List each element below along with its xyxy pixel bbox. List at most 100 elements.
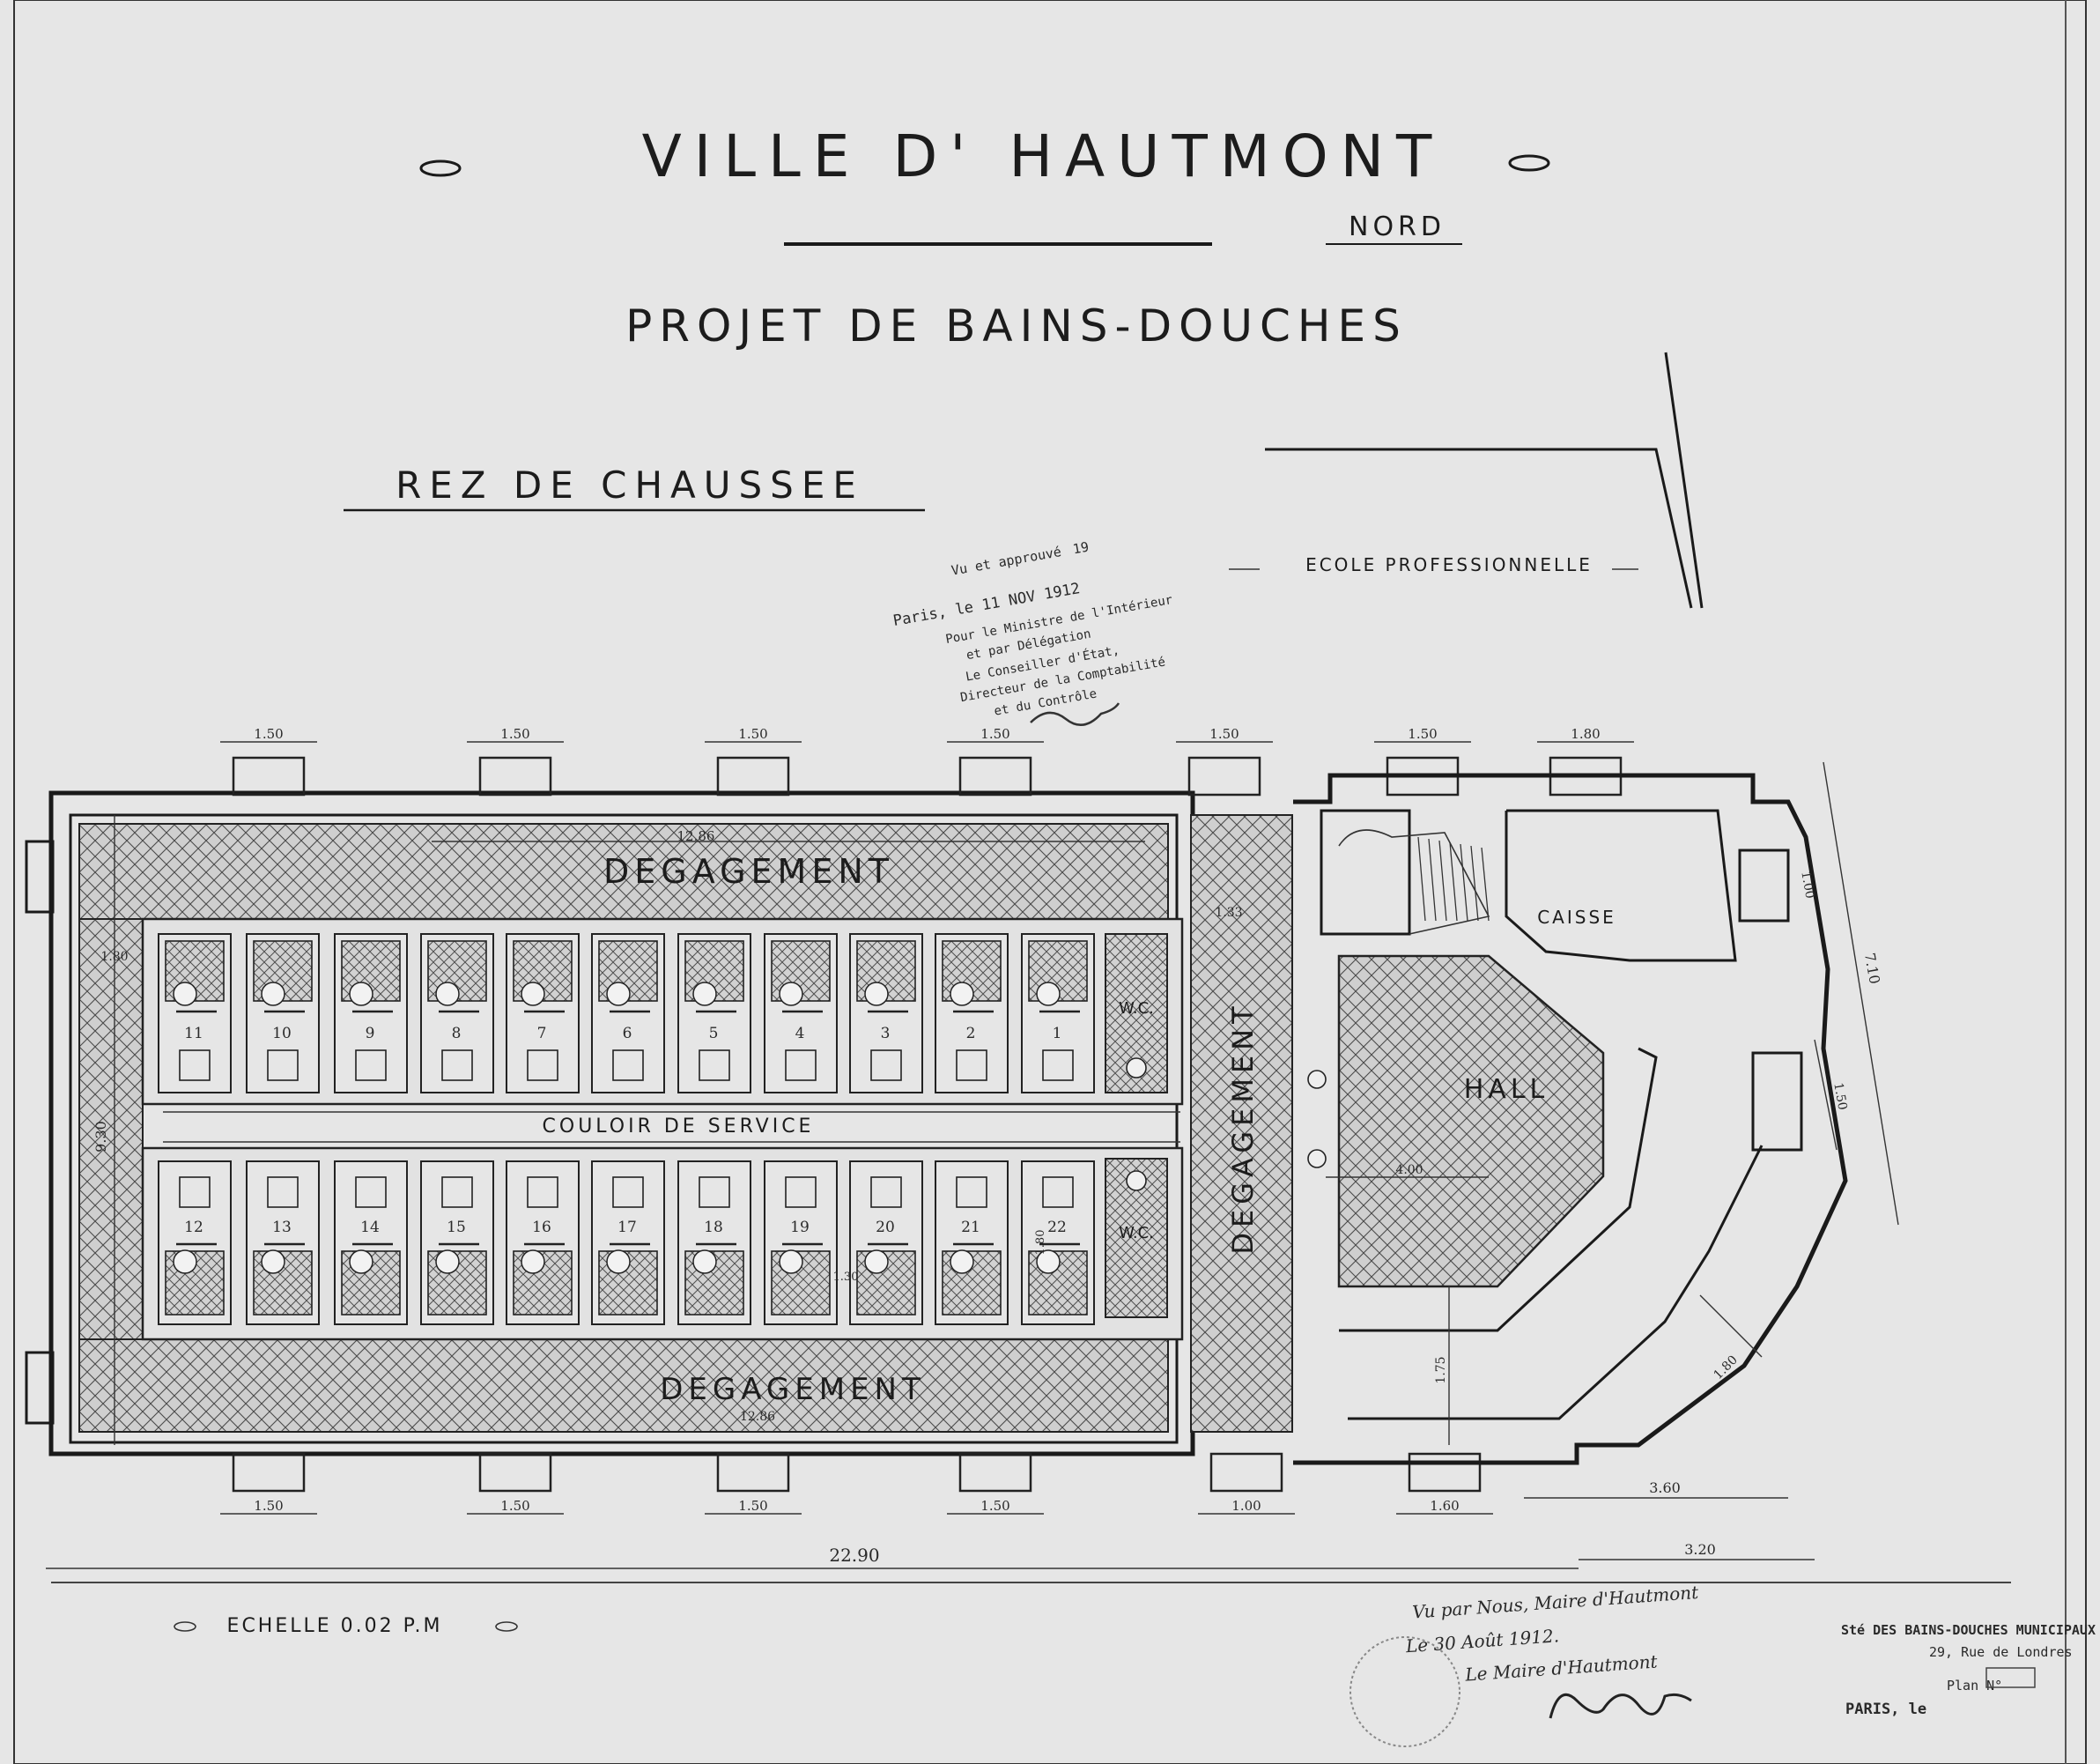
- cabin-number: 8: [452, 1025, 462, 1042]
- mayor-note-line-3: Le Maire d'Hautmont: [1464, 1650, 1660, 1685]
- shower-drain: [435, 982, 460, 1006]
- shower-drain: [173, 1249, 197, 1274]
- corridor-top-label: DEGAGEMENT: [603, 852, 894, 891]
- cabin-number: 5: [709, 1025, 719, 1042]
- corridor-bottom: [78, 1338, 1169, 1433]
- shower-drain: [521, 982, 545, 1006]
- bottom-window-bay: [478, 1452, 552, 1493]
- bottom-window-bay: [1408, 1452, 1482, 1493]
- neighbour-label: ECOLE PROFESSIONNELLE: [1305, 554, 1593, 575]
- office-stamp-box: [1985, 1667, 2036, 1688]
- shower-drain: [349, 1249, 373, 1274]
- top-window-bay: [1187, 756, 1261, 797]
- mayor-signature: [1549, 1693, 1692, 1719]
- small-bottom-label: 1.30: [833, 1271, 859, 1284]
- top-window-bay: [958, 756, 1032, 797]
- hall-width-label: 4.00: [1395, 1163, 1423, 1177]
- title-block: VILLE D' HAUTMONT NORD PROJET DE BAINS-D…: [344, 122, 1550, 512]
- bay-corner-line: [1699, 1294, 1763, 1358]
- title-block-line: [51, 1582, 2011, 1583]
- wc-top-fixture: [1126, 1057, 1147, 1078]
- right-bay-1: [1738, 849, 1790, 923]
- room-labels: DEGAGEMENT DEGAGEMENT DEGAGEMENT COULOIR…: [543, 852, 1616, 1407]
- cashier-label: CAISSE: [1537, 907, 1616, 928]
- inner-length-bottom-label: 12.86: [740, 1410, 775, 1424]
- top-window-dim-label: 1.50: [1209, 726, 1239, 742]
- cabin-number: 2: [966, 1025, 976, 1042]
- shower-drain: [521, 1249, 545, 1274]
- sheet-frame: [13, 0, 2087, 1764]
- scale-ornament-left: [174, 1621, 196, 1632]
- mayor-note-line-2: Le 30 Août 1912.: [1404, 1625, 1560, 1657]
- cabin-number: 9: [366, 1025, 375, 1042]
- cabin-bench: [870, 1176, 902, 1208]
- top-window-dim-label: 1.50: [1408, 726, 1437, 742]
- right-segment-label: 3.20: [1684, 1541, 1716, 1558]
- dimension-lines: 22.90 3.20 3.60 9.30 7.10 1.50 1.00 1.80…: [46, 761, 1899, 1569]
- cabin-bench: [612, 1176, 644, 1208]
- floor-title: REZ DE CHAUSSEE: [396, 463, 864, 507]
- right-wing-outer-wall: [1293, 773, 1848, 1465]
- corridor-top: [78, 823, 1169, 920]
- cabin-bench: [179, 1049, 211, 1081]
- cabin-number: 17: [617, 1219, 637, 1236]
- corridor-vertical: [1190, 814, 1293, 1433]
- total-length-label: 22.90: [829, 1545, 879, 1566]
- cabin-number: 14: [360, 1219, 380, 1236]
- stair-step: [1438, 840, 1447, 922]
- cabin-bench: [441, 1176, 473, 1208]
- wc-bottom-fixture: [1126, 1170, 1147, 1191]
- mayor-seal: [1349, 1636, 1460, 1747]
- stair-side-label: 1.33: [1215, 906, 1242, 920]
- right-bay-2: [1751, 1051, 1803, 1152]
- shower-drain: [1036, 1249, 1061, 1274]
- cabin-bench: [267, 1049, 299, 1081]
- office-stamp-line-4: PARIS, le: [1845, 1701, 1926, 1718]
- region-label: NORD: [1349, 211, 1446, 242]
- stair-core: [1320, 809, 1411, 936]
- neighbour-wall-line: [1265, 448, 1693, 609]
- cabin-bench: [355, 1176, 387, 1208]
- cabin-bench: [1042, 1176, 1074, 1208]
- stair-steps: [1417, 836, 1490, 922]
- shower-drain: [349, 982, 373, 1006]
- shower-drain: [864, 1249, 889, 1274]
- cabin-number: 7: [537, 1025, 547, 1042]
- side-left-label: 1.80: [100, 950, 128, 964]
- shower-drain: [864, 982, 889, 1006]
- cabin-number: 3: [881, 1025, 891, 1042]
- hall-depth-label: 1.75: [1434, 1356, 1448, 1383]
- shower-drain: [173, 982, 197, 1006]
- right-window-label: 1.50: [1830, 1082, 1849, 1111]
- main-block-inner-wall: [69, 813, 1179, 1444]
- top-window-dim-label: 1.80: [1571, 726, 1600, 742]
- shower-drain: [606, 1249, 631, 1274]
- shower-drain: [261, 1249, 285, 1274]
- hall-room: [1337, 954, 1605, 1288]
- mayor-note: Vu par Nous, Maire d'Hautmont Le 30 Août…: [1404, 1582, 1700, 1686]
- cabin-side-label: 1.80: [1034, 1230, 1047, 1256]
- cabin-bench: [612, 1049, 644, 1081]
- service-corridor-label: COULOIR DE SERVICE: [543, 1115, 815, 1138]
- right-window-line: [1814, 1039, 1838, 1151]
- right-window-top-label: 1.00: [1798, 871, 1816, 900]
- cabin-bench: [179, 1176, 211, 1208]
- stair-step: [1417, 836, 1426, 922]
- shower-drain: [950, 1249, 974, 1274]
- stamp-line-1: Vu et approuvé: [950, 544, 1063, 579]
- hall-label: HALL: [1464, 1074, 1549, 1105]
- cabin-bench: [870, 1049, 902, 1081]
- stair-step: [1481, 847, 1490, 922]
- cabin-bench: [1042, 1049, 1074, 1081]
- shower-drain: [261, 982, 285, 1006]
- bottom-window-bay: [232, 1452, 306, 1493]
- office-stamp-line-2: 29, Rue de Londres: [1929, 1644, 2073, 1660]
- office-stamp: Sté DES BAINS-DOUCHES MUNICIPAUX 29, Rue…: [1841, 1622, 2096, 1718]
- top-window-dim-label: 1.50: [254, 726, 283, 742]
- shower-drain: [606, 982, 631, 1006]
- top-window-dim-label: 1.50: [738, 726, 767, 742]
